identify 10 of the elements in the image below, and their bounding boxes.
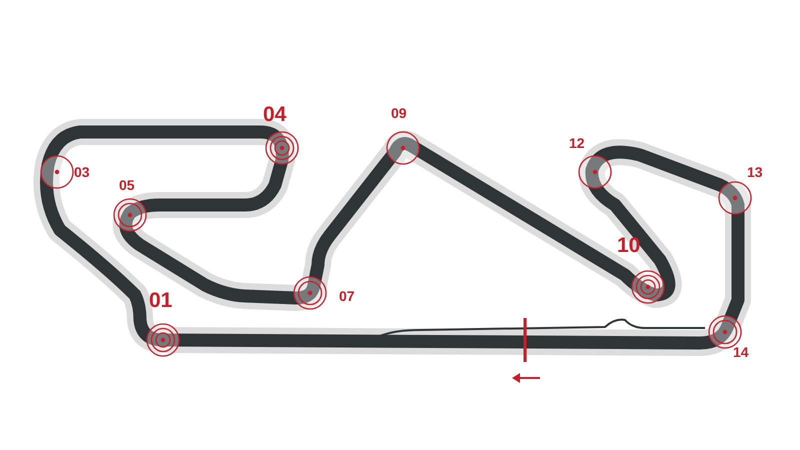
corner-number: 12 (569, 136, 585, 150)
corner-number: 03 (74, 165, 90, 179)
corner-number: 01 (149, 290, 172, 311)
corner-number: 07 (339, 289, 355, 303)
corner-number: 09 (391, 106, 407, 120)
corner-number: 13 (747, 165, 763, 179)
corner-number: 14 (733, 345, 749, 359)
corner-number: 05 (119, 178, 135, 192)
corner-number: 10 (617, 235, 640, 256)
corner-number: 04 (263, 104, 286, 125)
